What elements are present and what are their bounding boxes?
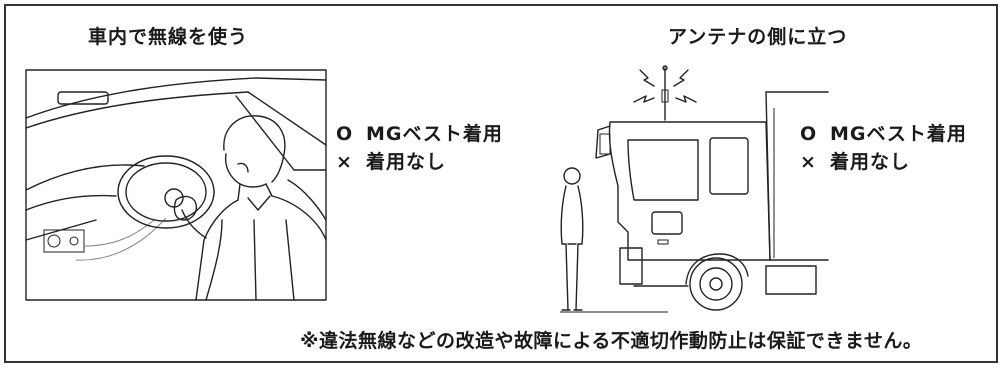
truck-side-window: [709, 137, 749, 195]
truck-cab: [608, 121, 771, 261]
left-status-item: O MGベスト着用: [336, 120, 503, 148]
truck-windshield: [627, 139, 699, 201]
illustration-border: [25, 69, 327, 301]
right-panel-title: アンテナの側に立つ: [668, 26, 848, 48]
right-status-item: O MGベスト着用: [800, 120, 967, 148]
footer-note: ※違法無線などの改造や故障による不適切作動防止は保証できません。: [300, 330, 923, 352]
right-status-text: 着用なし: [830, 151, 911, 173]
signal-wave-icon: [673, 69, 689, 87]
signal-wave-icon: [639, 69, 655, 87]
truck-antenna-illustration: [560, 65, 829, 313]
cross-mark-icon: ×: [800, 151, 816, 173]
steering-wheel: [117, 155, 215, 229]
right-status-text: MGベスト着用: [830, 123, 967, 145]
cross-mark-icon: ×: [336, 151, 352, 173]
right-status-item: × 着用なし: [800, 148, 967, 176]
outer-frame: [4, 4, 998, 363]
left-status-text: 着用なし: [366, 151, 447, 173]
signal-wave-icon: [675, 95, 697, 103]
truck-wheel: [689, 257, 743, 311]
right-status-list: O MGベスト着用 × 着用なし: [800, 120, 967, 176]
truck-door-handle: [651, 211, 683, 235]
left-status-text: MGベスト着用: [366, 123, 503, 145]
left-panel-title: 車内で無線を使う: [88, 26, 249, 48]
left-status-list: O MGベスト着用 × 着用なし: [336, 120, 503, 176]
circle-mark-icon: O: [800, 123, 817, 145]
rearview-mirror: [57, 91, 109, 105]
standing-person-icon: [560, 167, 584, 311]
car-interior-illustration: [25, 69, 327, 301]
radio-unit: [43, 229, 85, 253]
signal-wave-icon: [633, 95, 655, 103]
circle-mark-icon: O: [336, 123, 353, 145]
left-status-item: × 着用なし: [336, 148, 503, 176]
